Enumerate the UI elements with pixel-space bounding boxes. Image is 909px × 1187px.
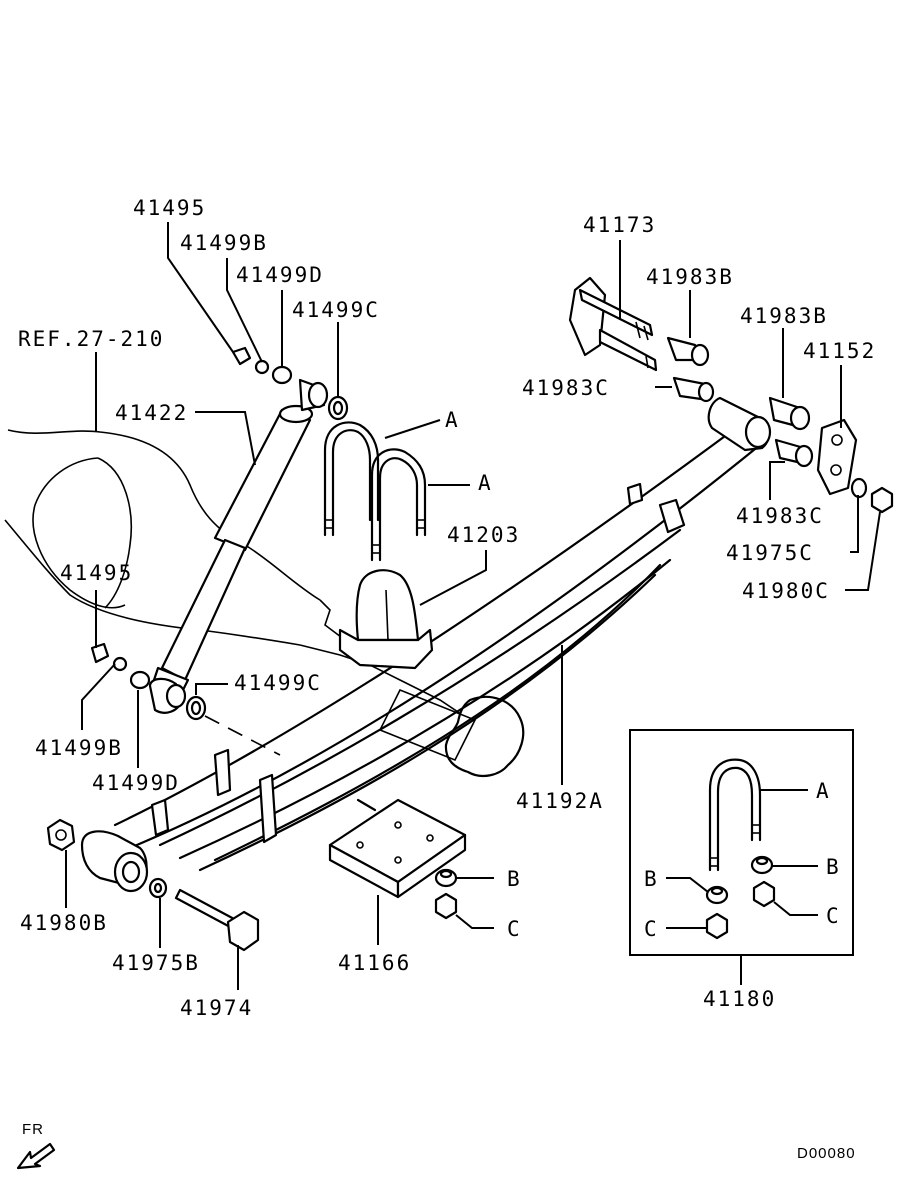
callout-kit-b-right: B (826, 855, 841, 879)
front-eye (80, 830, 149, 893)
callout-41975b: 41975B (112, 951, 200, 975)
callout-b-pad: B (507, 867, 522, 891)
callout-41422: 41422 (115, 401, 188, 425)
shock-lower-hardware (90, 642, 207, 721)
callout-41499c-upper: 41499C (292, 298, 380, 322)
callout-41980c: 41980C (742, 579, 830, 603)
kit-box (629, 729, 854, 985)
alignment-line (204, 715, 281, 756)
shock-upper-hardware (231, 346, 349, 421)
callout-41499b-lower: 41499B (35, 736, 123, 760)
reference-label: REF.27-210 (18, 327, 164, 351)
diagram-id: D00080 (797, 1145, 856, 1162)
leader-lines (65, 222, 881, 990)
callout-41975c: 41975C (726, 541, 814, 565)
callout-kit-c-right: C (826, 904, 841, 928)
callout-41495-lower: 41495 (60, 561, 133, 585)
callout-41983c-lower: 41983C (736, 504, 824, 528)
callout-41166: 41166 (338, 951, 411, 975)
callout-41974: 41974 (180, 996, 253, 1020)
u-bolt-2 (370, 448, 427, 562)
callout-41499c-lower: 41499C (234, 671, 322, 695)
front-arrow-icon (16, 1142, 56, 1170)
callout-41192a: 41192A (516, 789, 604, 813)
callout-c-pad: C (507, 917, 522, 941)
pad-nuts (434, 868, 458, 920)
callout-41495-upper: 41495 (133, 196, 206, 220)
leaf-spring (113, 423, 762, 872)
callout-41499d-upper: 41499D (236, 263, 324, 287)
direction-label: FR (22, 1121, 44, 1138)
shock-absorber (148, 378, 329, 714)
callout-41173: 41173 (583, 213, 656, 237)
labels: 41495 41499B 41499D 41499C REF.27-210 41… (18, 196, 876, 1162)
callout-a-2: A (478, 471, 493, 495)
rear-shackle (568, 276, 894, 514)
bump-stopper (338, 569, 434, 670)
callout-41983b-right: 41983B (740, 304, 828, 328)
callout-41983b-upper: 41983B (646, 265, 734, 289)
callout-41152: 41152 (803, 339, 876, 363)
rear-eye (707, 396, 772, 452)
spring-pad (328, 798, 467, 899)
callout-41983c-left: 41983C (522, 376, 610, 400)
u-bolt-1 (323, 421, 380, 537)
callout-a-1: A (445, 408, 460, 432)
callout-41499d-lower: 41499D (92, 771, 180, 795)
callout-kit-b-left: B (644, 867, 659, 891)
callout-kit-c-left: C (644, 917, 659, 941)
callout-kit-a: A (816, 779, 831, 803)
chassis-outline (4, 429, 525, 778)
callout-41203: 41203 (447, 523, 520, 547)
callout-41980b: 41980B (20, 911, 108, 935)
callout-41180: 41180 (703, 987, 776, 1011)
callout-41499b-upper: 41499B (180, 231, 268, 255)
front-hardware (46, 818, 260, 952)
